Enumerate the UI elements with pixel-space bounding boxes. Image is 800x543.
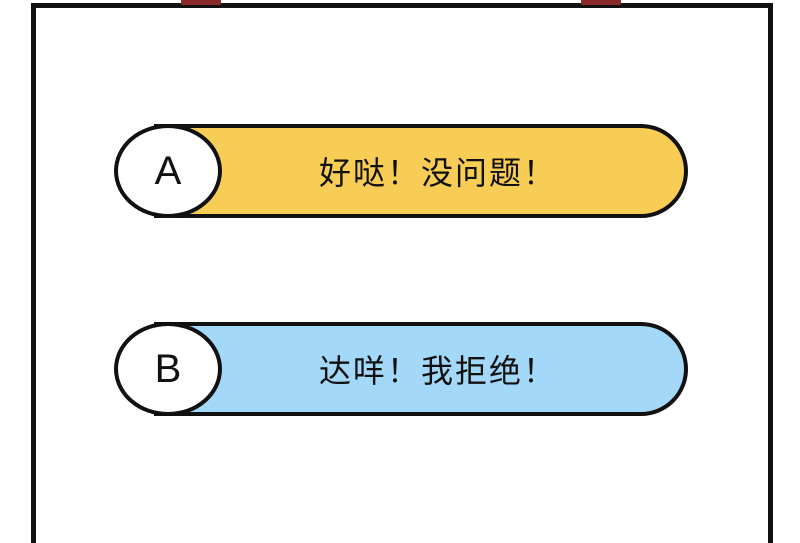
option-b-letter: B [154, 346, 182, 391]
top-tab-left [181, 0, 221, 5]
option-a-label: 好哒！没问题！ [318, 154, 557, 192]
option-a-button[interactable]: 好哒！没问题！ A [114, 124, 690, 218]
top-tab-right [581, 0, 621, 5]
option-b-letter-badge: B [114, 322, 222, 416]
option-b-button[interactable]: 达咩！我拒绝！ B [114, 322, 690, 416]
option-b-bar[interactable]: 达咩！我拒绝！ [154, 322, 688, 416]
option-a-letter-badge: A [114, 124, 222, 218]
option-a-bar[interactable]: 好哒！没问题！ [154, 124, 688, 218]
comic-panel [31, 3, 773, 543]
option-a-letter: A [154, 148, 182, 193]
option-b-label: 达咩！我拒绝！ [318, 352, 557, 390]
